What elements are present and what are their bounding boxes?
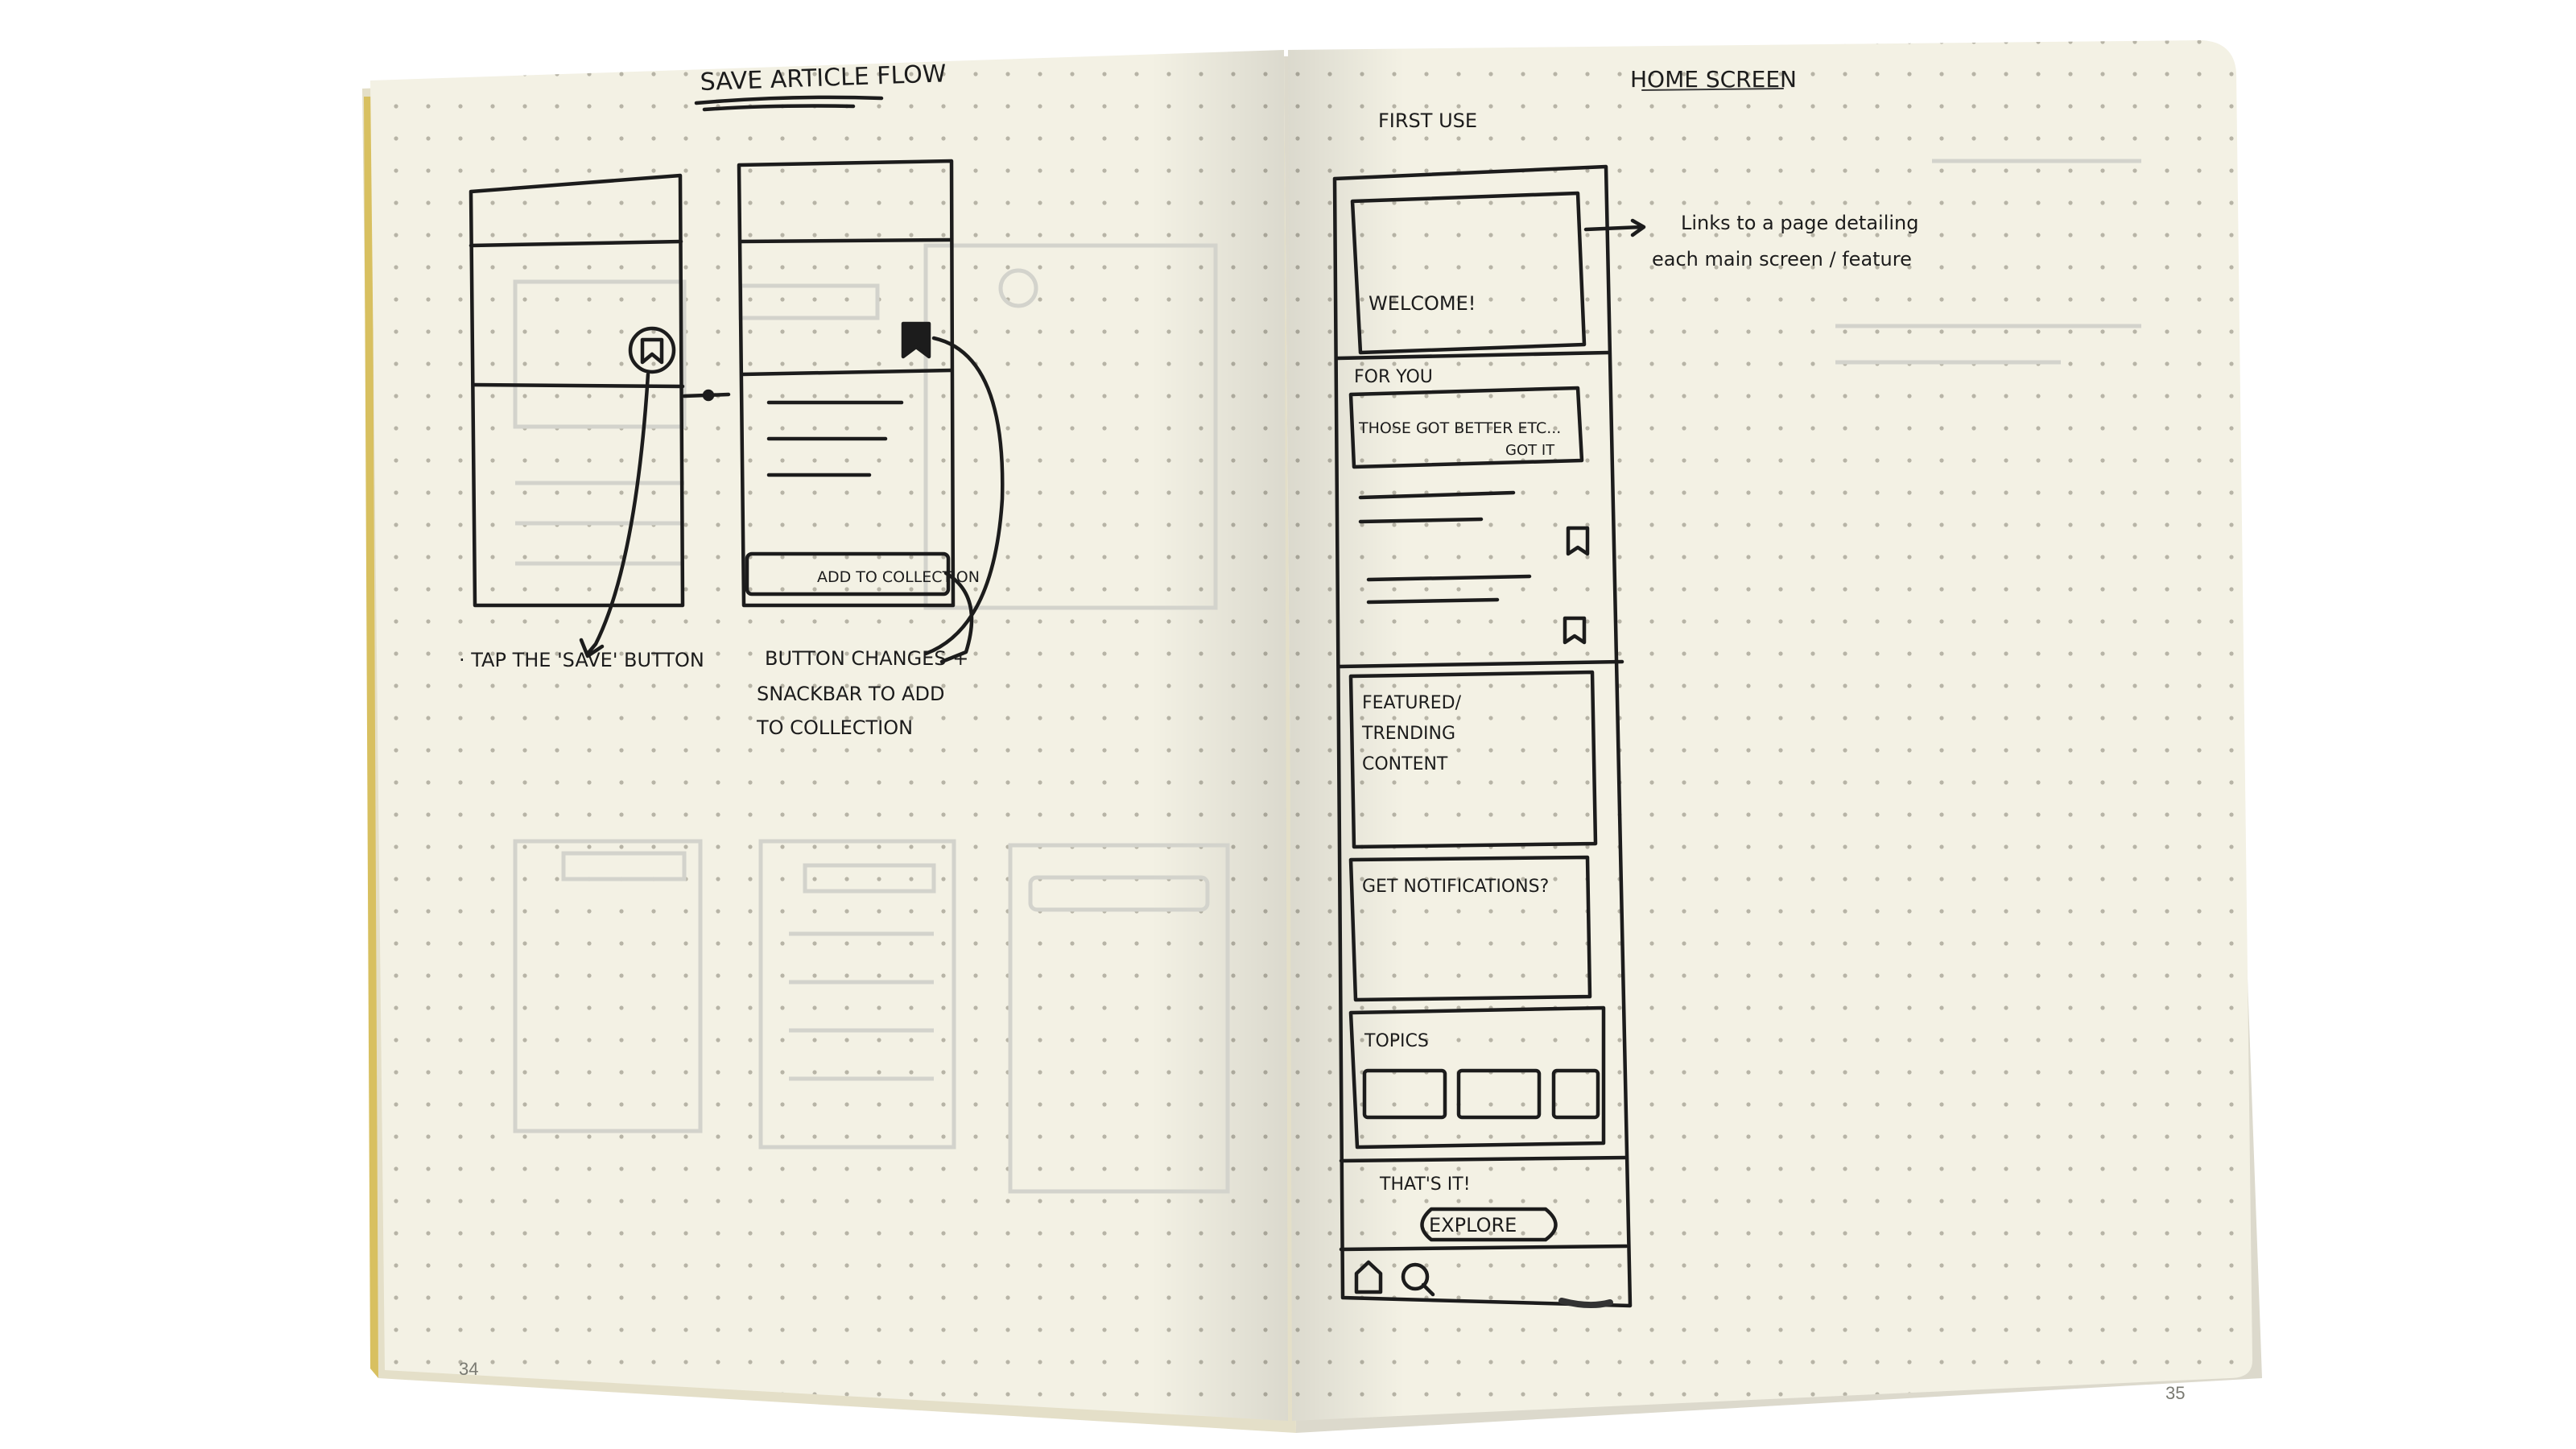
welcome-label: WELCOME! <box>1368 292 1476 315</box>
right-page-number: 35 <box>2165 1383 2185 1403</box>
home-screen-sketch <box>1332 88 1784 1308</box>
right-page <box>1288 40 2252 1421</box>
explore-button-label: EXPLORE <box>1429 1214 1517 1236</box>
first-use-label: FIRST USE <box>1378 109 1477 132</box>
button-changes-caption-1: BUTTON CHANGES + <box>765 647 968 670</box>
tips-line-1: THOSE GOT BETTER ETC... <box>1358 419 1561 437</box>
topics-label: TOPICS <box>1364 1031 1429 1051</box>
tap-save-caption: · TAP THE 'SAVE' BUTTON <box>459 649 704 671</box>
featured-line-1: FEATURED/ <box>1362 693 1462 713</box>
button-changes-caption-3: TO COLLECTION <box>756 716 913 739</box>
right-page-text: HOME SCREEN FIRST USE Links to a page de… <box>1354 66 2185 1403</box>
right-page-title: HOME SCREEN <box>1630 66 1797 93</box>
thats-it-label: THAT'S IT! <box>1379 1174 1471 1195</box>
notifications-label: GET NOTIFICATIONS? <box>1362 877 1549 897</box>
left-page <box>370 50 1288 1421</box>
tips-line-2: GOT IT <box>1505 442 1555 459</box>
snackbar-label: ADD TO COLLECTION <box>817 568 980 586</box>
show-through-sketches <box>513 159 2141 1194</box>
featured-line-3: CONTENT <box>1362 754 1448 774</box>
callout-line-2: each main screen / feature <box>1652 248 1912 270</box>
for-you-label: FOR YOU <box>1354 367 1433 387</box>
callout-line-1: Links to a page detailing <box>1681 212 1918 234</box>
left-page-number: 34 <box>459 1359 478 1379</box>
featured-line-2: TRENDING <box>1361 724 1455 744</box>
save-article-flow-sketch <box>469 95 1005 664</box>
button-changes-caption-2: SNACKBAR TO ADD <box>757 683 944 705</box>
